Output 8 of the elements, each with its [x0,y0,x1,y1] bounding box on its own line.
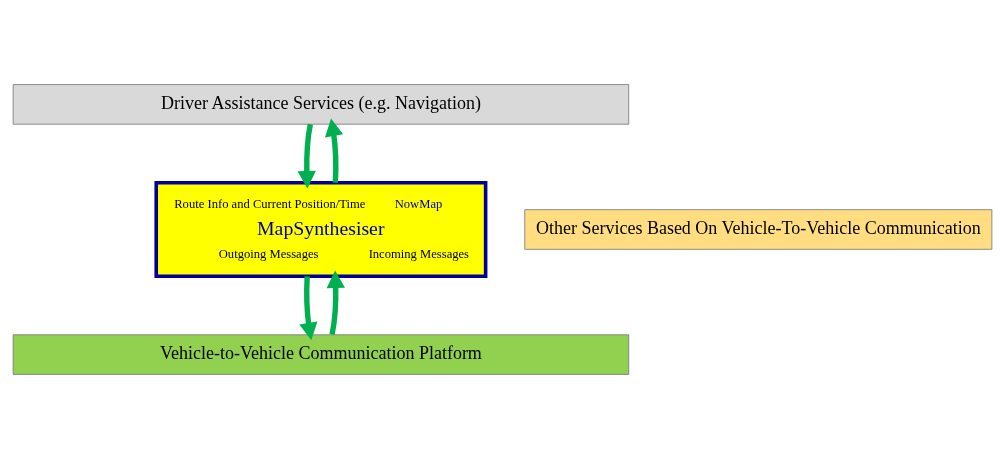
node-box: Route Info and Current Position/Time NowMap MapSynthesiser Outgoing Messages Incoming Messages [154,180,488,279]
arrow [299,276,318,341]
node-box: Other Services Based On Vehicle-To-Vehicle Communication [524,209,993,250]
arrow [326,270,345,336]
node-box: Driver Assistance Services (e.g. Navigation) [12,84,630,125]
arrow [325,118,344,183]
node-box: Vehicle-to-Vehicle Communication Platform [12,334,630,375]
arrow [297,123,316,189]
